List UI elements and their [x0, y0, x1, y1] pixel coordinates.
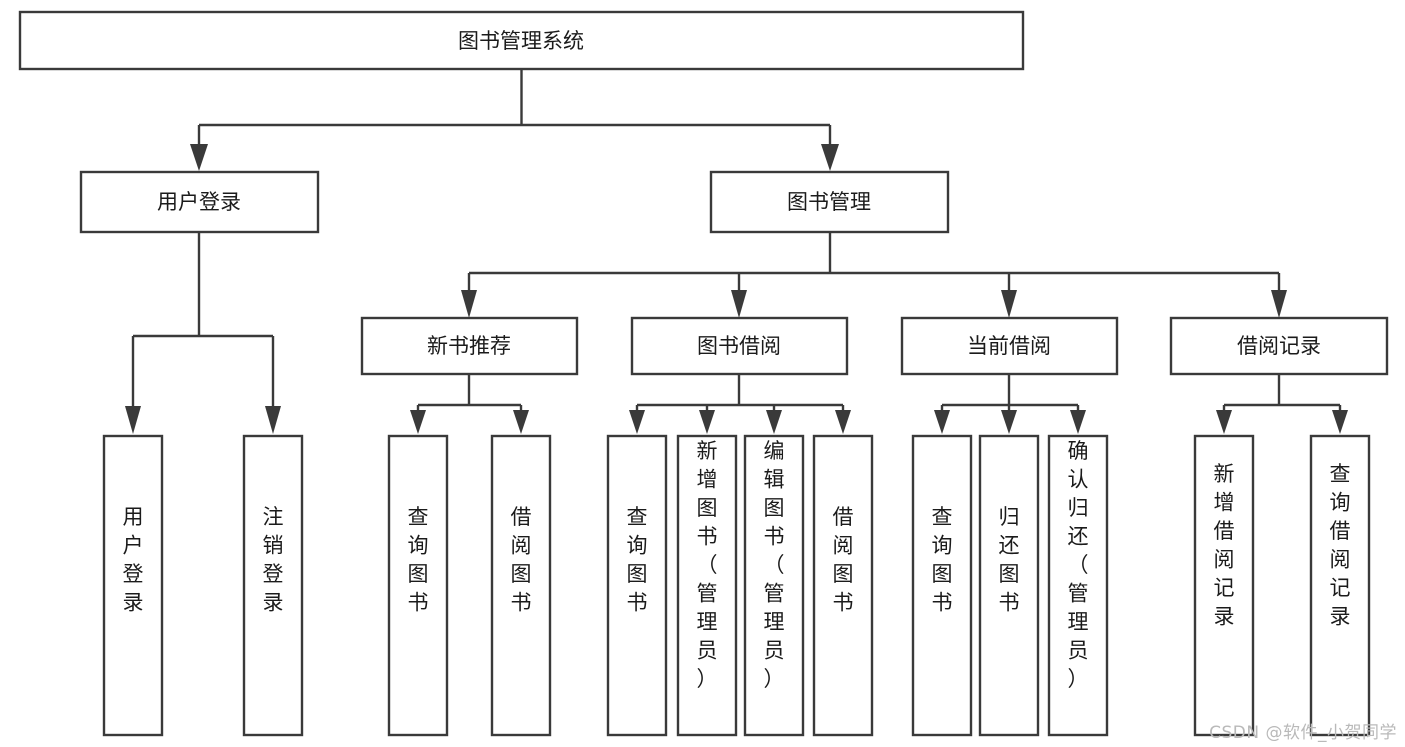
node-book-manage-box[interactable]	[709, 170, 950, 234]
arrowhead-current-borrow	[1001, 290, 1017, 318]
leaf-label-bb-add-book: 新增图书（管理员）	[697, 439, 718, 691]
leaf-box-bb-add-book[interactable]	[676, 434, 738, 737]
leaf-label-cb-confirm-return: 确认归还（管理员）	[1068, 439, 1089, 691]
arrowhead-book-manage	[821, 144, 839, 171]
leaf-box-bb-query-book[interactable]	[606, 434, 668, 737]
arrowhead-borrow-records	[1271, 290, 1287, 318]
leaf-node-user-login-login[interactable]: 用户登录	[102, 434, 164, 737]
node-new-book-recommend-label: 新书推荐	[427, 334, 511, 358]
arrowhead-br-leaf-2	[1332, 410, 1348, 434]
arrowhead-bb-leaf-3	[766, 410, 782, 434]
arrowhead-new-book	[461, 290, 477, 318]
leaf-box-bb-edit-book[interactable]	[743, 434, 805, 737]
leaf-box-user-login-logout[interactable]	[242, 434, 304, 737]
leaf-box-cb-return-book[interactable]	[978, 434, 1040, 737]
leaf-node-br-add-record[interactable]: 新增借阅记录	[1193, 434, 1255, 737]
leaf-node-bb-edit-book[interactable]: 编辑图书（管理员）	[743, 434, 805, 737]
arrowhead-nb-leaf-2	[513, 410, 529, 434]
arrowhead-bb-leaf-1	[629, 410, 645, 434]
leaf-label-nb-query-book: 查询图书	[408, 505, 429, 615]
arrowhead-book-borrow	[731, 290, 747, 318]
leaf-node-nb-query-book[interactable]: 查询图书	[387, 434, 449, 737]
leaf-node-bb-borrow-book[interactable]: 借阅图书	[812, 434, 874, 737]
arrowhead-leaf-user-login	[125, 406, 141, 434]
connector-group-current-borrow-to-leaves	[934, 374, 1086, 434]
node-user-login-box[interactable]	[79, 170, 320, 234]
arrowhead-cb-leaf-3	[1070, 410, 1086, 434]
leaf-label-br-add-record: 新增借阅记录	[1214, 462, 1235, 629]
node-new-book-recommend[interactable]: 新书推荐	[360, 316, 579, 376]
leaf-box-bb-borrow-book[interactable]	[812, 434, 874, 737]
arrowhead-bb-leaf-2	[699, 410, 715, 434]
arrowhead-br-leaf-1	[1216, 410, 1232, 434]
leaf-label-nb-borrow-book: 借阅图书	[511, 505, 532, 615]
leaf-node-bb-query-book[interactable]: 查询图书	[606, 434, 668, 737]
node-book-borrow[interactable]: 图书借阅	[630, 316, 849, 376]
leaf-node-cb-query-book[interactable]: 查询图书	[911, 434, 973, 737]
arrowhead-user-login	[190, 144, 208, 171]
node-current-borrow-label: 当前借阅	[967, 334, 1051, 358]
leaf-node-nb-borrow-book[interactable]: 借阅图书	[490, 434, 552, 737]
node-user-login[interactable]: 用户登录	[79, 170, 320, 234]
leaf-box-br-add-record[interactable]	[1193, 434, 1255, 737]
arrowhead-leaf-logout	[265, 406, 281, 434]
node-book-manage-label: 图书管理	[787, 190, 871, 214]
node-borrow-records[interactable]: 借阅记录	[1169, 316, 1389, 376]
leaf-label-bb-edit-book: 编辑图书（管理员）	[764, 439, 785, 691]
connector-group-book-borrow-to-leaves	[629, 374, 851, 434]
arrowhead-bb-leaf-4	[835, 410, 851, 434]
arrowhead-nb-leaf-1	[410, 410, 426, 434]
leaf-box-cb-query-book[interactable]	[911, 434, 973, 737]
leaf-label-bb-query-book: 查询图书	[627, 505, 648, 615]
leaf-label-bb-borrow-book: 借阅图书	[833, 505, 854, 615]
leaf-node-cb-return-book[interactable]: 归还图书	[978, 434, 1040, 737]
connector-group-new-book-to-leaves	[410, 374, 529, 434]
connector-group-user-login-to-leaves	[125, 232, 281, 434]
connector-group-borrow-records-to-leaves	[1216, 374, 1348, 434]
leaf-label-cb-return-book: 归还图书	[999, 505, 1020, 615]
leaf-box-nb-borrow-book[interactable]	[490, 434, 552, 737]
node-book-borrow-label: 图书借阅	[697, 334, 781, 358]
arrowhead-cb-leaf-1	[934, 410, 950, 434]
leaf-label-br-query-record: 查询借阅记录	[1330, 462, 1351, 629]
arrowhead-cb-leaf-2	[1001, 410, 1017, 434]
node-new-book-recommend-box[interactable]	[360, 316, 579, 376]
leaf-node-user-login-logout[interactable]: 注销登录	[242, 434, 304, 737]
leaf-label-cb-query-book: 查询图书	[932, 505, 953, 615]
connector-group-book-manage-to-level3	[461, 232, 1287, 318]
leaf-box-br-query-record[interactable]	[1309, 434, 1371, 737]
node-current-borrow-box[interactable]	[900, 316, 1119, 376]
node-root-box[interactable]	[18, 10, 1025, 71]
leaf-label-user-login-logout: 注销登录	[263, 505, 284, 615]
connector-group-root-to-level2	[190, 69, 839, 171]
node-borrow-records-box[interactable]	[1169, 316, 1389, 376]
node-book-manage[interactable]: 图书管理	[709, 170, 950, 234]
leaf-box-cb-confirm-return[interactable]	[1047, 434, 1109, 737]
leaf-box-user-login-login[interactable]	[102, 434, 164, 737]
node-root-label: 图书管理系统	[458, 29, 584, 53]
node-root-system[interactable]: 图书管理系统	[18, 10, 1025, 71]
leaf-node-cb-confirm-return[interactable]: 确认归还（管理员）	[1047, 434, 1109, 737]
leaf-node-bb-add-book[interactable]: 新增图书（管理员）	[676, 434, 738, 737]
leaf-node-br-query-record[interactable]: 查询借阅记录	[1309, 434, 1371, 737]
leaf-box-nb-query-book[interactable]	[387, 434, 449, 737]
node-current-borrow[interactable]: 当前借阅	[900, 316, 1119, 376]
node-user-login-label: 用户登录	[157, 190, 241, 214]
node-borrow-records-label: 借阅记录	[1237, 334, 1321, 358]
leaf-label-user-login-login: 用户登录	[123, 505, 144, 615]
node-book-borrow-box[interactable]	[630, 316, 849, 376]
